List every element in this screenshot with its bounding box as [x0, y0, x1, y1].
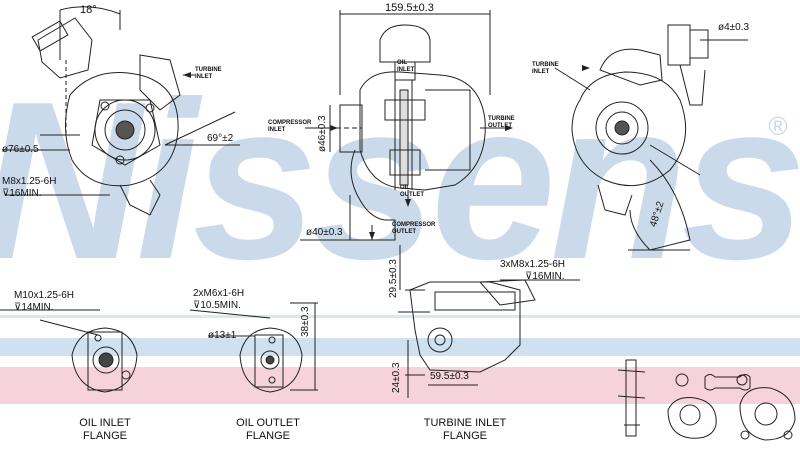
callout-oil-inlet: OIL INLET — [397, 60, 415, 73]
caption-oil-inlet-text: OIL INLET FLANGE — [79, 417, 131, 442]
registered-mark: ® — [768, 111, 787, 141]
dim-width-59: 59.5±0.3 — [430, 371, 469, 382]
dim-angle-69: 69°±2 — [207, 133, 234, 144]
dim-angle-top: 18° — [80, 4, 97, 16]
blue-line — [0, 315, 800, 318]
view-turbine-inlet-side — [398, 245, 580, 398]
callout-turbine-inlet-right: TURBINE INLET — [532, 62, 559, 75]
dim-diam-13: ø13±1 — [208, 330, 237, 341]
thread-m10-line1: M10x1.25-6H — [14, 290, 75, 301]
thread-m10-line2: ⊽14MIN. — [14, 302, 54, 313]
caption-oil-outlet-flange: OIL OUTLET FLANGE — [218, 417, 318, 443]
callout-compressor-outlet: COMPRESSOR OUTLET — [392, 222, 436, 235]
caption-turbine-inlet-flange: TURBINE INLET FLANGE — [410, 417, 520, 443]
caption-turbine-inlet-text: TURBINE INLET FLANGE — [423, 417, 507, 442]
dim-height-29: 29.5±0.3 — [388, 259, 399, 298]
view-turbine-housing-left — [2, 6, 240, 216]
dim-diam-76: ø76±0.5 — [2, 144, 39, 155]
view-accessories — [617, 359, 796, 441]
callout-compressor-inlet: COMPRESSOR INLET — [268, 120, 312, 133]
thread-m8-line2: ⊽16MIN. — [2, 188, 42, 199]
callout-oil-outlet: OIL OUTLET — [400, 185, 424, 198]
dim-height-24: 24±0.3 — [391, 362, 402, 393]
thread-m8x3-line1: 3xM8x1.25-6H — [500, 259, 566, 270]
flow-arrows — [183, 65, 590, 240]
dim-diam-46: ø46±0.3 — [317, 115, 328, 152]
caption-oil-inlet-flange: OIL INLET FLANGE — [55, 417, 155, 443]
blue-band — [0, 338, 800, 356]
thread-m6-line2: ⊽10.5MIN. — [193, 300, 241, 311]
view-cross-section-center — [300, 10, 510, 241]
view-oil-inlet-flange — [0, 309, 138, 393]
view-oil-outlet-flange — [189, 302, 318, 393]
thread-m6-line1: 2xM6x1-6H — [193, 288, 245, 299]
dim-height-38: 38±0.3 — [300, 306, 311, 337]
dim-diam-4: ø4±0.3 — [718, 22, 750, 33]
view-turbine-housing-right — [554, 24, 748, 251]
callout-turbine-inlet-left: TURBINE INLET — [195, 67, 222, 80]
thread-m8x3-line2: ⊽16MIN. — [525, 271, 565, 282]
dim-width-top: 159.5±0.3 — [385, 2, 434, 14]
thread-m8-line1: M8x1.25-6H — [2, 176, 57, 187]
callout-turbine-outlet: TURBINE OUTLET — [488, 116, 515, 129]
caption-oil-outlet-text: OIL OUTLET FLANGE — [236, 417, 300, 442]
dim-diam-40: ø40±0.3 — [306, 227, 343, 238]
